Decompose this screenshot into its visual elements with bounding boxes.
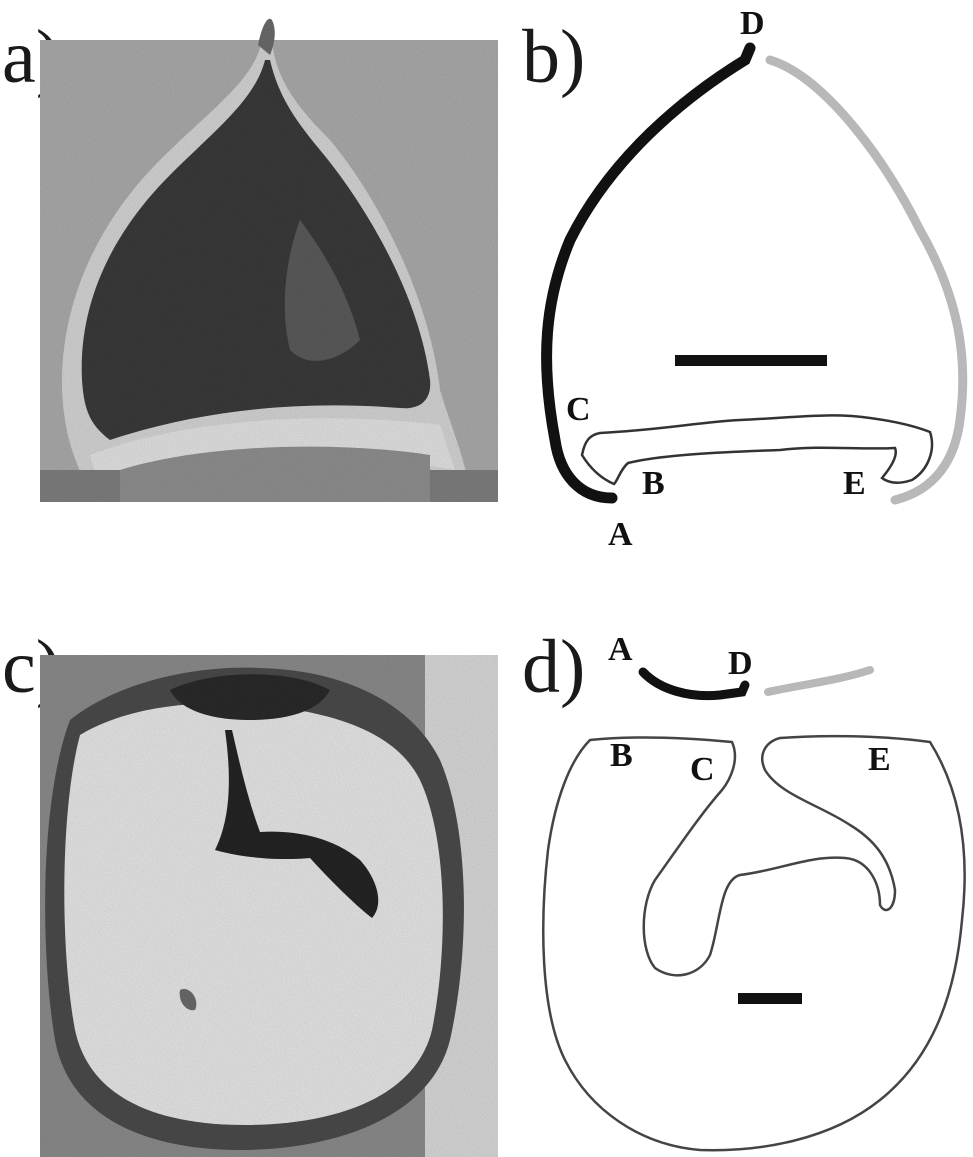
point-d-label-d: D: [728, 645, 753, 682]
point-e-label-b: E: [843, 465, 866, 502]
panel-d-label: d): [522, 625, 585, 709]
point-a-label-b: A: [608, 516, 633, 553]
scale-bar-b: [675, 355, 827, 366]
panel-c: c): [2, 625, 498, 1157]
thick-wall-a-d: [547, 48, 750, 498]
panel-d: d) A D B C E: [522, 625, 965, 1150]
point-c-label-d: C: [690, 751, 715, 788]
annulus-outline: [543, 736, 964, 1150]
point-b-label-b: B: [642, 465, 665, 502]
micrograph-a: [40, 19, 498, 502]
point-e-label-d: E: [868, 741, 891, 778]
outline-grey-segment-d: [768, 670, 870, 692]
cusp-outline: [582, 415, 932, 484]
point-d-label-b: D: [740, 5, 765, 42]
panel-b-label: b): [522, 15, 585, 99]
panel-b: b) D C B E A: [522, 5, 963, 553]
scale-bar-d: [738, 993, 802, 1004]
point-a-label-d: A: [608, 631, 633, 668]
panel-a: a): [2, 15, 498, 502]
micrograph-c: [40, 655, 498, 1157]
point-b-label-d: B: [610, 737, 633, 774]
outline-right-wall: [770, 60, 963, 500]
point-c-label-b: C: [566, 391, 591, 428]
